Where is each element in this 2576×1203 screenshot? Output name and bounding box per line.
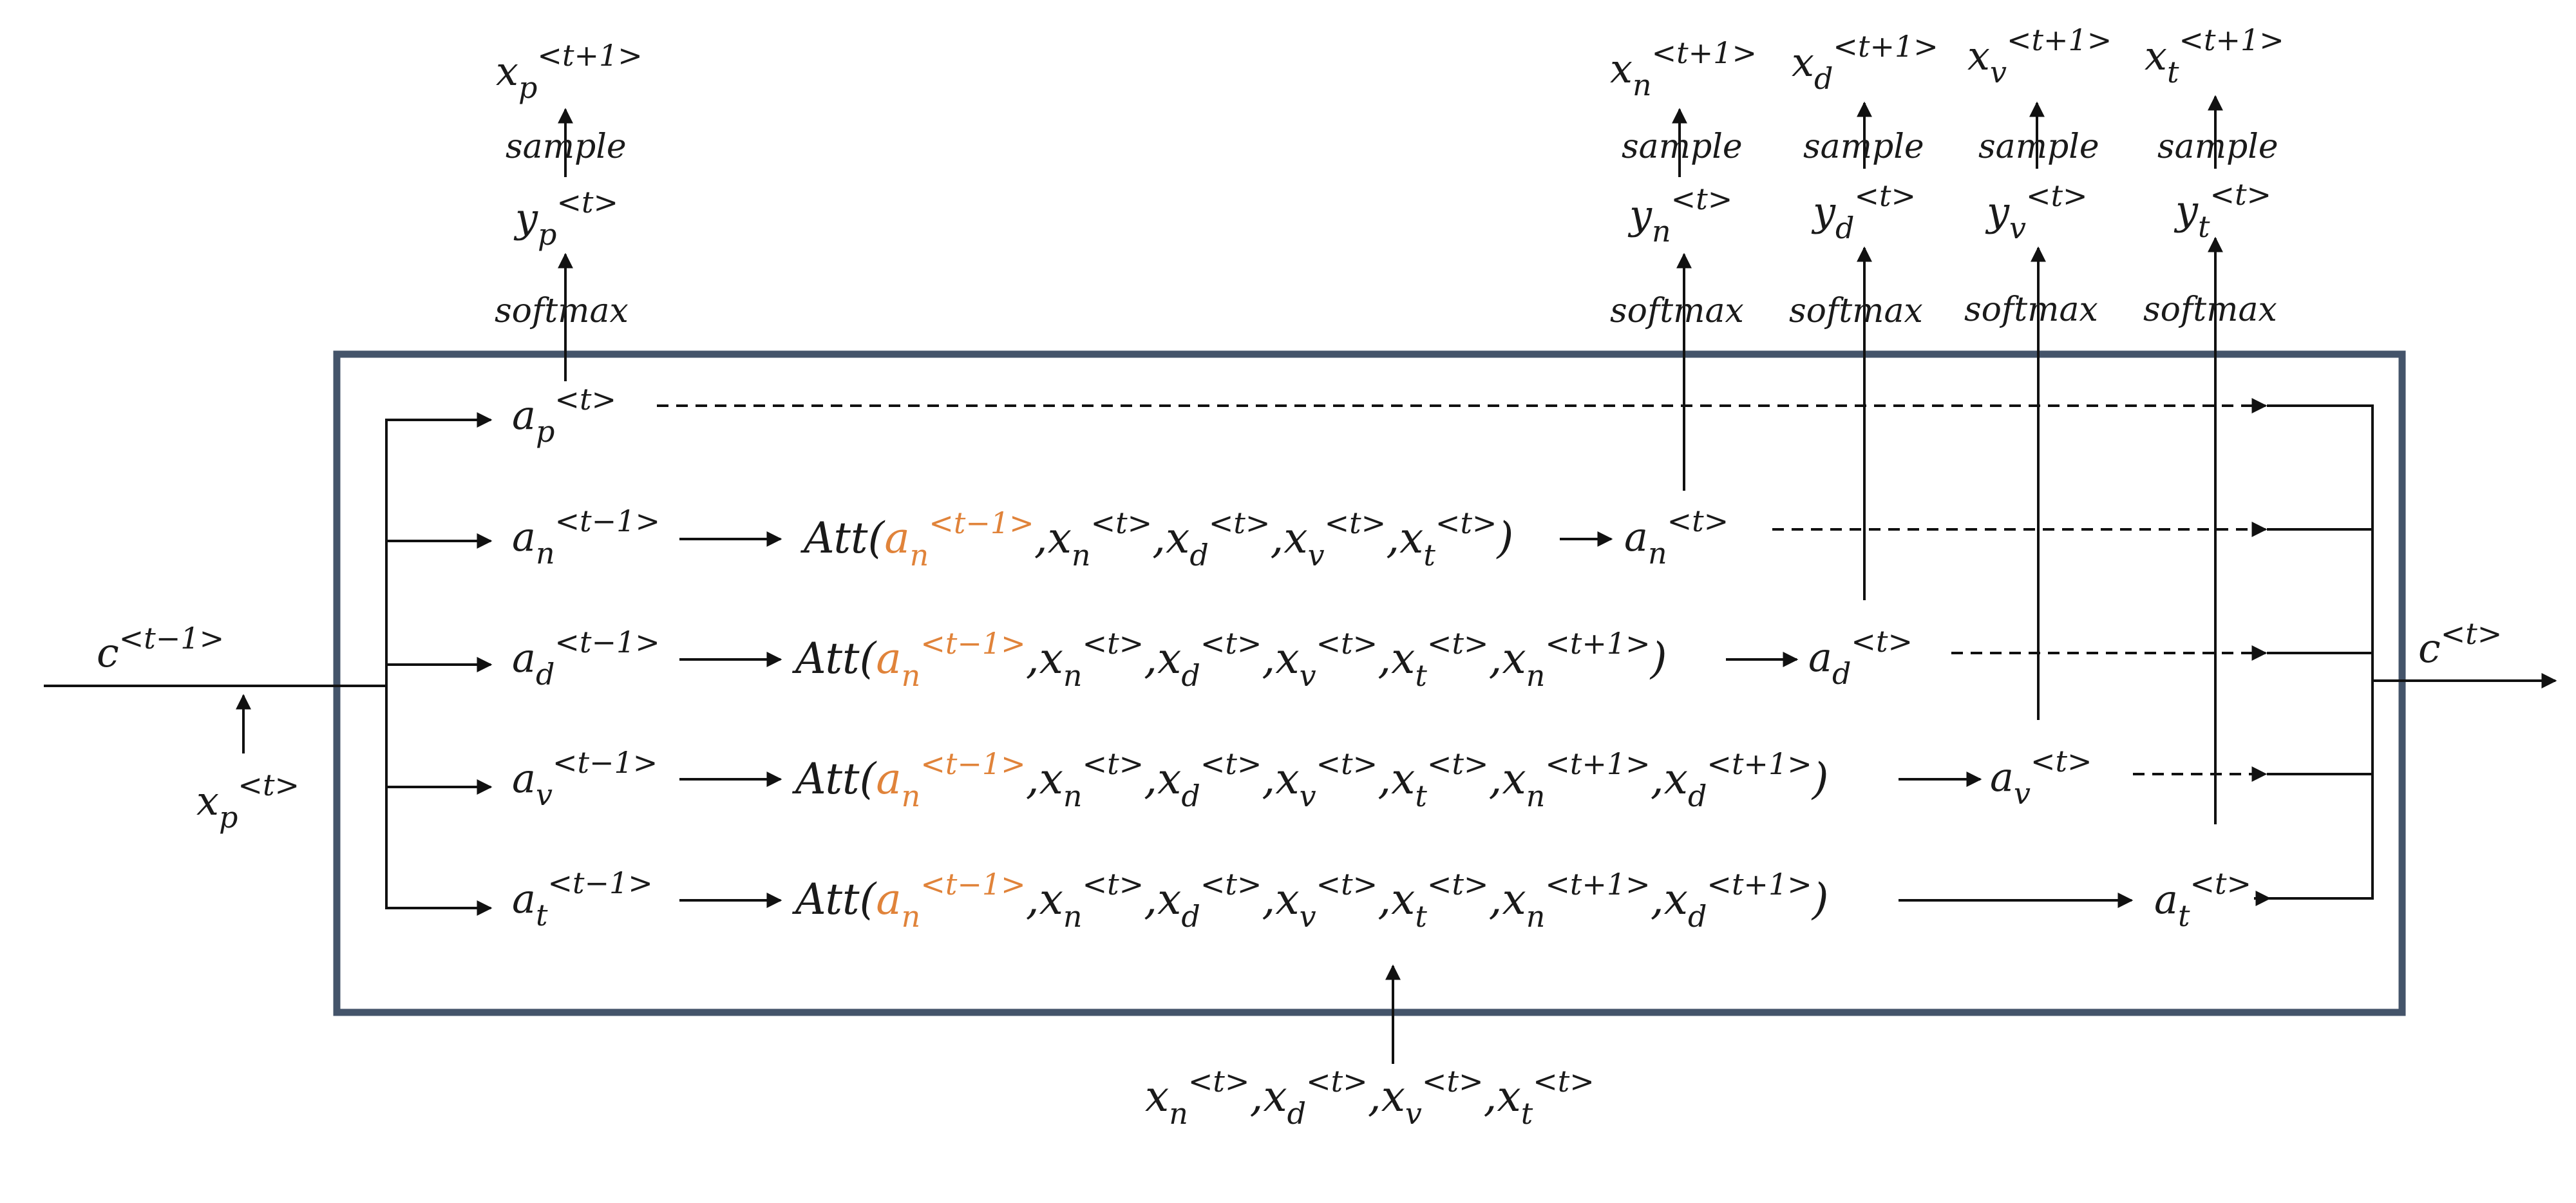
- att-expr-d: Att(an<t−1>,xn<t>,xd<t>,xv<t>,xt<t>,xn<t…: [791, 626, 1667, 693]
- xp-input-label: xp<t>: [196, 768, 299, 835]
- math-labels: c<t−1> xp<t> c<t> ap<t> an<t−1> Att(an<t…: [97, 23, 2502, 1131]
- c-prev-label: c<t−1>: [97, 621, 224, 676]
- av-t-label: av<t>: [1990, 744, 2092, 811]
- att-expr-v: Att(an<t−1>,xn<t>,xd<t>,xv<t>,xt<t>,xn<t…: [791, 746, 1829, 813]
- softmax-label-v: softmax: [1964, 290, 2098, 329]
- cell-frame: [333, 350, 2406, 1016]
- softmax-label-d: softmax: [1789, 292, 1923, 330]
- xt-next-label: xt<t+1>: [2145, 23, 2284, 90]
- sample-label-v: sample: [1978, 128, 2099, 166]
- ad-prev-label: ad<t−1>: [512, 625, 660, 692]
- xp-next-label: xp<t+1>: [496, 38, 643, 105]
- sample-label-n: sample: [1622, 128, 1743, 166]
- at-t-label: at<t>: [2154, 866, 2251, 933]
- sample-label-p: sample: [506, 128, 627, 166]
- ap-t-label: ap<t>: [512, 382, 616, 449]
- yp-label: yp<t>: [513, 185, 618, 252]
- sample-label-t: sample: [2157, 128, 2278, 166]
- xd-next-label: xd<t+1>: [1792, 29, 1938, 96]
- softmax-label-t: softmax: [2143, 290, 2277, 329]
- softmax-label-n: softmax: [1610, 292, 1744, 330]
- softmax-label-p: softmax: [495, 292, 629, 330]
- connectors: [44, 95, 2557, 1064]
- sample-label-d: sample: [1803, 128, 1924, 166]
- att-expr-t: Att(an<t−1>,xn<t>,xd<t>,xv<t>,xt<t>,xn<t…: [791, 867, 1829, 934]
- c-out-label: c<t>: [2418, 616, 2502, 672]
- bottom-inputs-label: xn<t>,xd<t>,xv<t>,xt<t>: [1145, 1064, 1595, 1131]
- xv-next-label: xv<t+1>: [1967, 23, 2112, 90]
- an-t-label: an<t>: [1624, 504, 1728, 571]
- yv-label: yv<t>: [1985, 178, 2088, 245]
- yd-label: yd<t>: [1811, 178, 1916, 245]
- ad-t-label: ad<t>: [1808, 624, 1913, 691]
- yn-label: yn<t>: [1627, 182, 1732, 249]
- yt-label: yt<t>: [2174, 177, 2271, 244]
- an-prev-label: an<t−1>: [512, 504, 660, 571]
- av-prev-label: av<t−1>: [512, 745, 658, 812]
- att-expr-n: Att(an<t−1>,xn<t>,xd<t>,xv<t>,xt<t>): [800, 506, 1513, 573]
- at-prev-label: at<t−1>: [512, 866, 653, 933]
- xn-next-label: xn<t+1>: [1610, 35, 1757, 102]
